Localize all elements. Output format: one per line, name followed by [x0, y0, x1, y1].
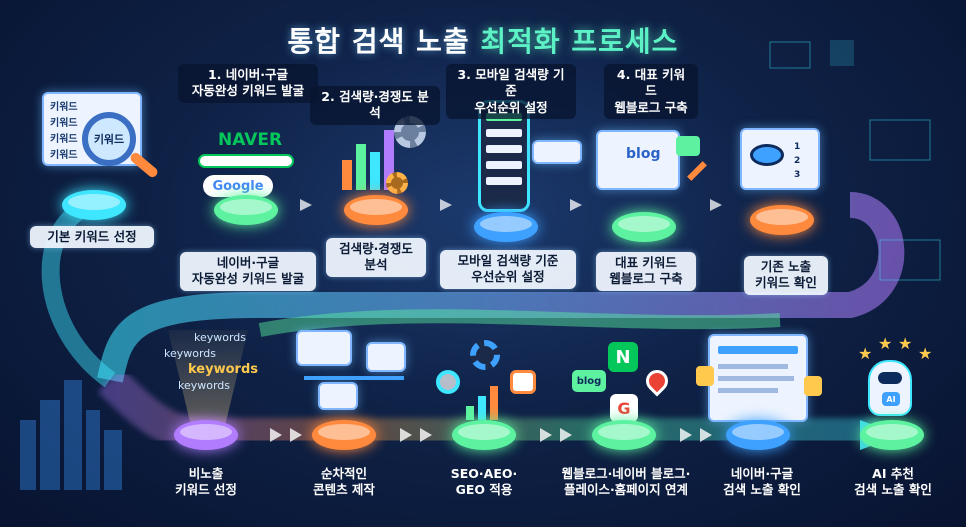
data-panels-right — [769, 40, 941, 281]
seo-bars — [466, 380, 506, 420]
node-ai — [860, 420, 924, 450]
step-header-mobile: 3. 모바일 검색량 기준 우선순위 설정 — [446, 64, 576, 119]
node-content — [312, 420, 376, 450]
keyword-card-line: 키워드 — [50, 134, 78, 145]
step-caption-exposure: 기존 노출 키워드 확인 — [744, 256, 828, 295]
left-road — [41, 196, 116, 388]
turn-road — [97, 192, 905, 383]
title-part2: 최적화 프로세스 — [480, 25, 679, 58]
node-exposure — [750, 205, 814, 235]
star-icon: ★ — [878, 334, 893, 353]
step-caption-seo: SEO·AEO· GEO 적용 — [450, 466, 518, 498]
gear-icon — [470, 340, 500, 370]
rank-label: 1 — [794, 142, 801, 152]
timeline-line — [304, 376, 404, 380]
title-part1: 통합 검색 노출 — [287, 25, 470, 58]
google-g-badge: G — [610, 394, 638, 422]
google-logo: Google — [203, 175, 273, 197]
small-blog-badge: blog — [572, 370, 606, 392]
naver-search-bar — [198, 154, 294, 168]
star-icon: ★ — [858, 344, 873, 363]
node-volume — [344, 195, 408, 225]
step-caption-volume: 검색량·경쟁도 분석 — [326, 238, 426, 277]
chat-icon — [676, 136, 700, 156]
ai-badge: AI — [882, 392, 900, 406]
node-confirm — [726, 420, 790, 450]
magnifier-text: 키워드 — [93, 133, 125, 146]
content-card — [318, 382, 358, 410]
thumbs-up-icon — [804, 376, 822, 396]
link-icon — [510, 370, 536, 394]
bottom-chevrons — [270, 428, 712, 442]
node-basic — [62, 190, 126, 220]
robot-icon: AI — [868, 360, 912, 416]
page-title: 통합 검색 노출 최적화 프로세스 — [0, 20, 966, 60]
keyword-word-highlight: keywords — [188, 362, 258, 377]
eye-icon — [750, 144, 784, 166]
keywords-cloud: keywords keywords keywords keywords — [158, 330, 268, 410]
keyword-card-line: 키워드 — [50, 150, 78, 161]
top-chevrons — [300, 199, 722, 211]
keyword-word: keywords — [194, 331, 247, 344]
middle-road — [258, 309, 781, 337]
gear-icon — [386, 172, 408, 194]
search-result-screen — [708, 334, 808, 422]
node-seo — [452, 420, 516, 450]
blog-label: blog — [626, 146, 661, 162]
rank-label: 3 — [794, 170, 801, 180]
step-caption-content: 순차적인 콘텐츠 제작 — [313, 466, 375, 498]
star-icon: ★ — [898, 334, 913, 353]
keyword-card-line: 키워드 — [50, 102, 78, 113]
keyword-word: keywords — [178, 379, 231, 392]
eye-monitor: 1 2 3 — [740, 128, 820, 190]
content-card — [296, 330, 352, 366]
star-icon: ★ — [918, 344, 933, 363]
node-naver — [214, 195, 278, 225]
search-icon — [436, 370, 460, 394]
blog-screen: blog — [596, 130, 680, 190]
thumbs-up-icon — [696, 366, 714, 386]
naver-logo: NAVER — [218, 130, 283, 150]
step-header-naver: 1. 네이버·구글 자동완성 키워드 발굴 — [178, 64, 318, 103]
step-caption-ai: AI 추천 검색 노출 확인 — [854, 466, 932, 498]
node-nonexposed — [174, 420, 238, 450]
node-blog — [612, 212, 676, 242]
step-header-blog: 4. 대표 키워드 웹블로그 구축 — [604, 64, 698, 119]
keyword-word: keywords — [164, 347, 217, 360]
step-caption-blog: 대표 키워드 웹블로그 구축 — [596, 252, 696, 291]
node-link — [592, 420, 656, 450]
rank-label: 2 — [794, 156, 801, 166]
step-caption-link: 웹블로그·네이버 블로그· 플레이스·홈페이지 연계 — [561, 466, 691, 498]
step-caption-nonexposed: 비노출 키워드 선정 — [175, 466, 237, 498]
city-skyline — [20, 380, 122, 490]
step-caption-basic: 기본 키워드 선정 — [30, 226, 154, 249]
magnifier-icon: 키워드 — [82, 112, 136, 166]
naver-n-badge: N — [608, 342, 638, 372]
node-mobile — [474, 212, 538, 242]
step-header-volume: 2. 검색량·경쟁도 분석 — [310, 86, 440, 125]
keyword-card-line: 키워드 — [50, 118, 78, 129]
bar-chart-icon — [338, 120, 418, 190]
list-card — [532, 140, 582, 164]
step-caption-mobile: 모바일 검색량 기준 우선순위 설정 — [440, 250, 576, 289]
content-card — [366, 342, 406, 372]
step-caption-confirm: 네이버·구글 검색 노출 확인 — [723, 466, 801, 498]
step-caption-naver: 네이버·구글 자동완성 키워드 발굴 — [180, 252, 316, 291]
